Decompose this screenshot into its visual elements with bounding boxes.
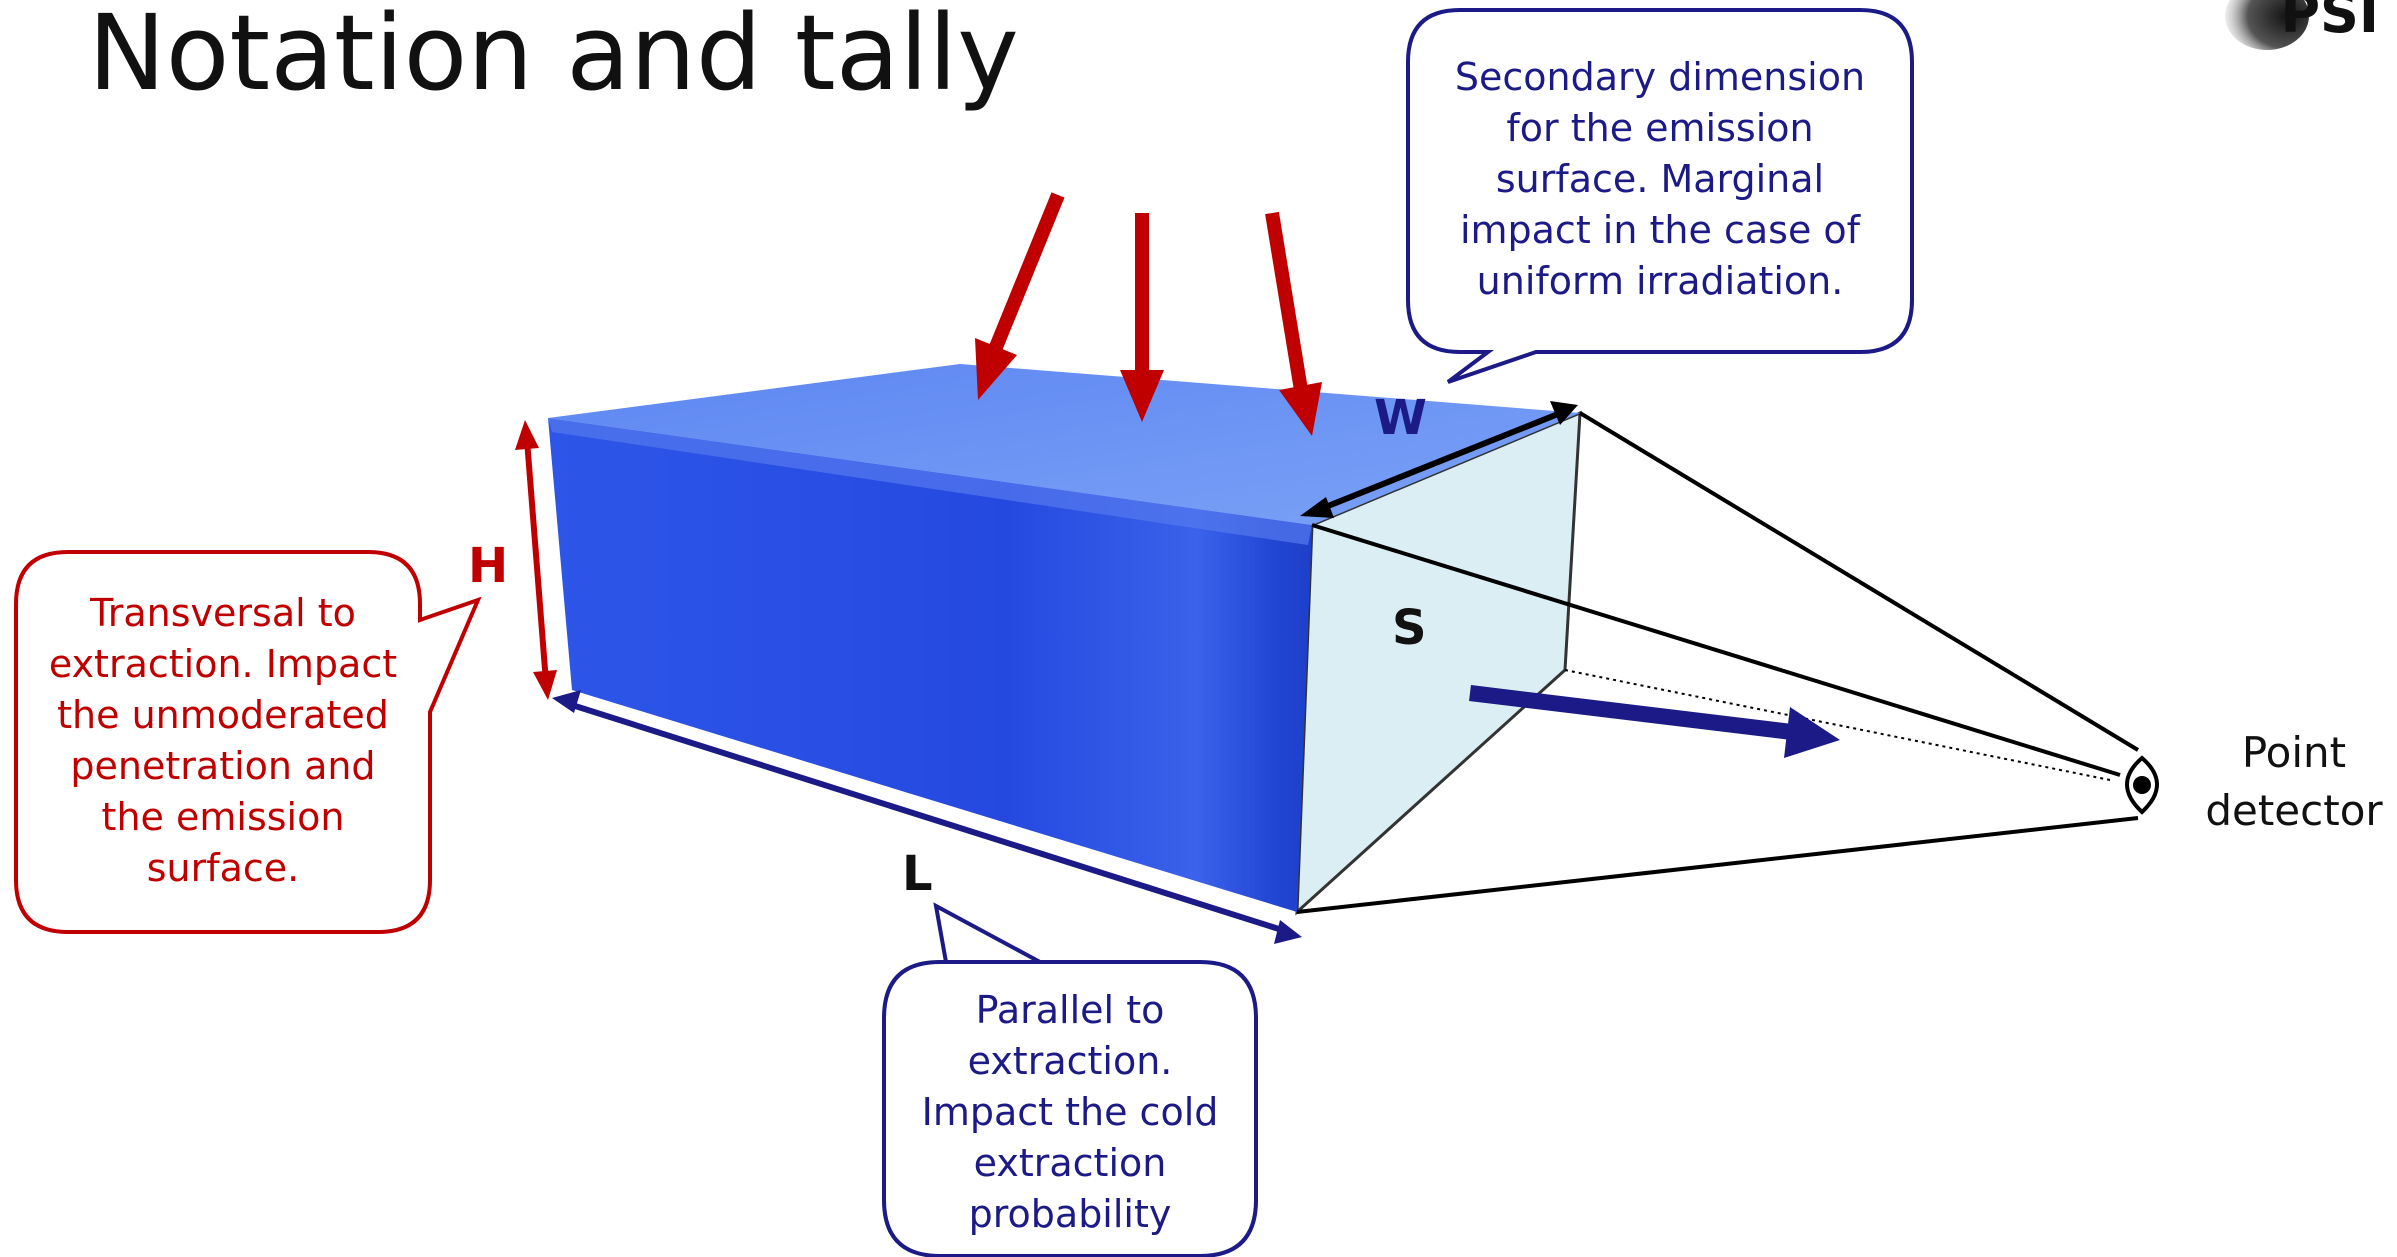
- callout-w-line: uniform irradiation.: [1476, 259, 1844, 303]
- callout-h-line: extraction. Impact: [48, 642, 398, 686]
- callout-h-line: the emission: [101, 795, 345, 839]
- cone-line-dotted: [1564, 669, 2111, 781]
- w-label: W: [1374, 390, 1427, 446]
- point-detector-label: Point detector: [2196, 724, 2392, 840]
- l-arrow-head-left: [552, 690, 581, 713]
- emission-arrow-head: [1784, 707, 1840, 758]
- callout-l-line: Impact the cold: [921, 1090, 1219, 1134]
- callout-l-line: probability: [968, 1192, 1172, 1236]
- slide-title: Notation and tally: [88, 0, 1019, 114]
- callout-h-line: surface.: [146, 846, 300, 890]
- incident-arrow-3: [1265, 211, 1308, 392]
- incident-arrows: [975, 192, 1322, 436]
- callout-w-text: Secondary dimension for the emission sur…: [1412, 52, 1908, 307]
- h-arrow-head-bottom: [533, 670, 557, 700]
- l-dimension-arrow: [571, 702, 1283, 933]
- callout-w-line: impact in the case of: [1459, 208, 1861, 252]
- block-top-face: [548, 364, 1580, 525]
- callout-h-line: penetration and: [70, 744, 376, 788]
- w-dimension-arrow: [1316, 407, 1570, 513]
- emission-arrow: [1469, 685, 1801, 741]
- cone-line-mid: [1311, 523, 2121, 777]
- callout-l-text: Parallel to extraction. Impact the cold …: [888, 985, 1252, 1240]
- incident-arrow-3-head: [1279, 382, 1322, 436]
- block-edge-highlight: [548, 418, 1312, 545]
- callout-w-line: Secondary dimension: [1454, 55, 1866, 99]
- h-dimension-arrow: [524, 439, 549, 683]
- w-arrow-head-left: [1300, 497, 1334, 518]
- eye-icon: [2125, 755, 2159, 815]
- callout-l-line: Parallel to: [975, 988, 1165, 1032]
- callout-w-line: for the emission: [1506, 106, 1814, 150]
- psi-logo: [2225, 0, 2309, 50]
- incident-arrow-1: [987, 192, 1065, 355]
- callout-h-bubble: [14, 550, 482, 934]
- cone-line-bottom: [1296, 816, 2139, 914]
- l-label: L: [902, 846, 933, 902]
- callout-l-bubble: [882, 902, 1258, 1257]
- s-label: S: [1392, 600, 1427, 656]
- h-label: H: [468, 538, 509, 594]
- cone-line-top: [1578, 411, 2140, 752]
- callout-l-line: extraction: [973, 1141, 1167, 1185]
- callout-w-line: surface. Marginal: [1495, 157, 1825, 201]
- l-arrow-head-right: [1274, 920, 1302, 944]
- h-arrow-head-top: [515, 420, 539, 450]
- incident-arrow-1-head: [975, 338, 1017, 400]
- callout-l-line: extraction.: [967, 1039, 1173, 1083]
- detector-label-line1: Point: [2241, 728, 2347, 777]
- w-arrow-head-right: [1550, 401, 1578, 425]
- callout-h-line: the unmoderated: [57, 693, 389, 737]
- detector-label-line2: detector: [2205, 786, 2383, 835]
- callout-w-bubble: [1406, 8, 1914, 384]
- callout-h-line: Transversal to: [90, 591, 356, 635]
- callout-h-text: Transversal to extraction. Impact the un…: [20, 588, 426, 894]
- logo-text: PSI: [2280, 0, 2379, 45]
- block-front-face: [548, 418, 1312, 912]
- incident-arrow-2-head: [1120, 370, 1164, 422]
